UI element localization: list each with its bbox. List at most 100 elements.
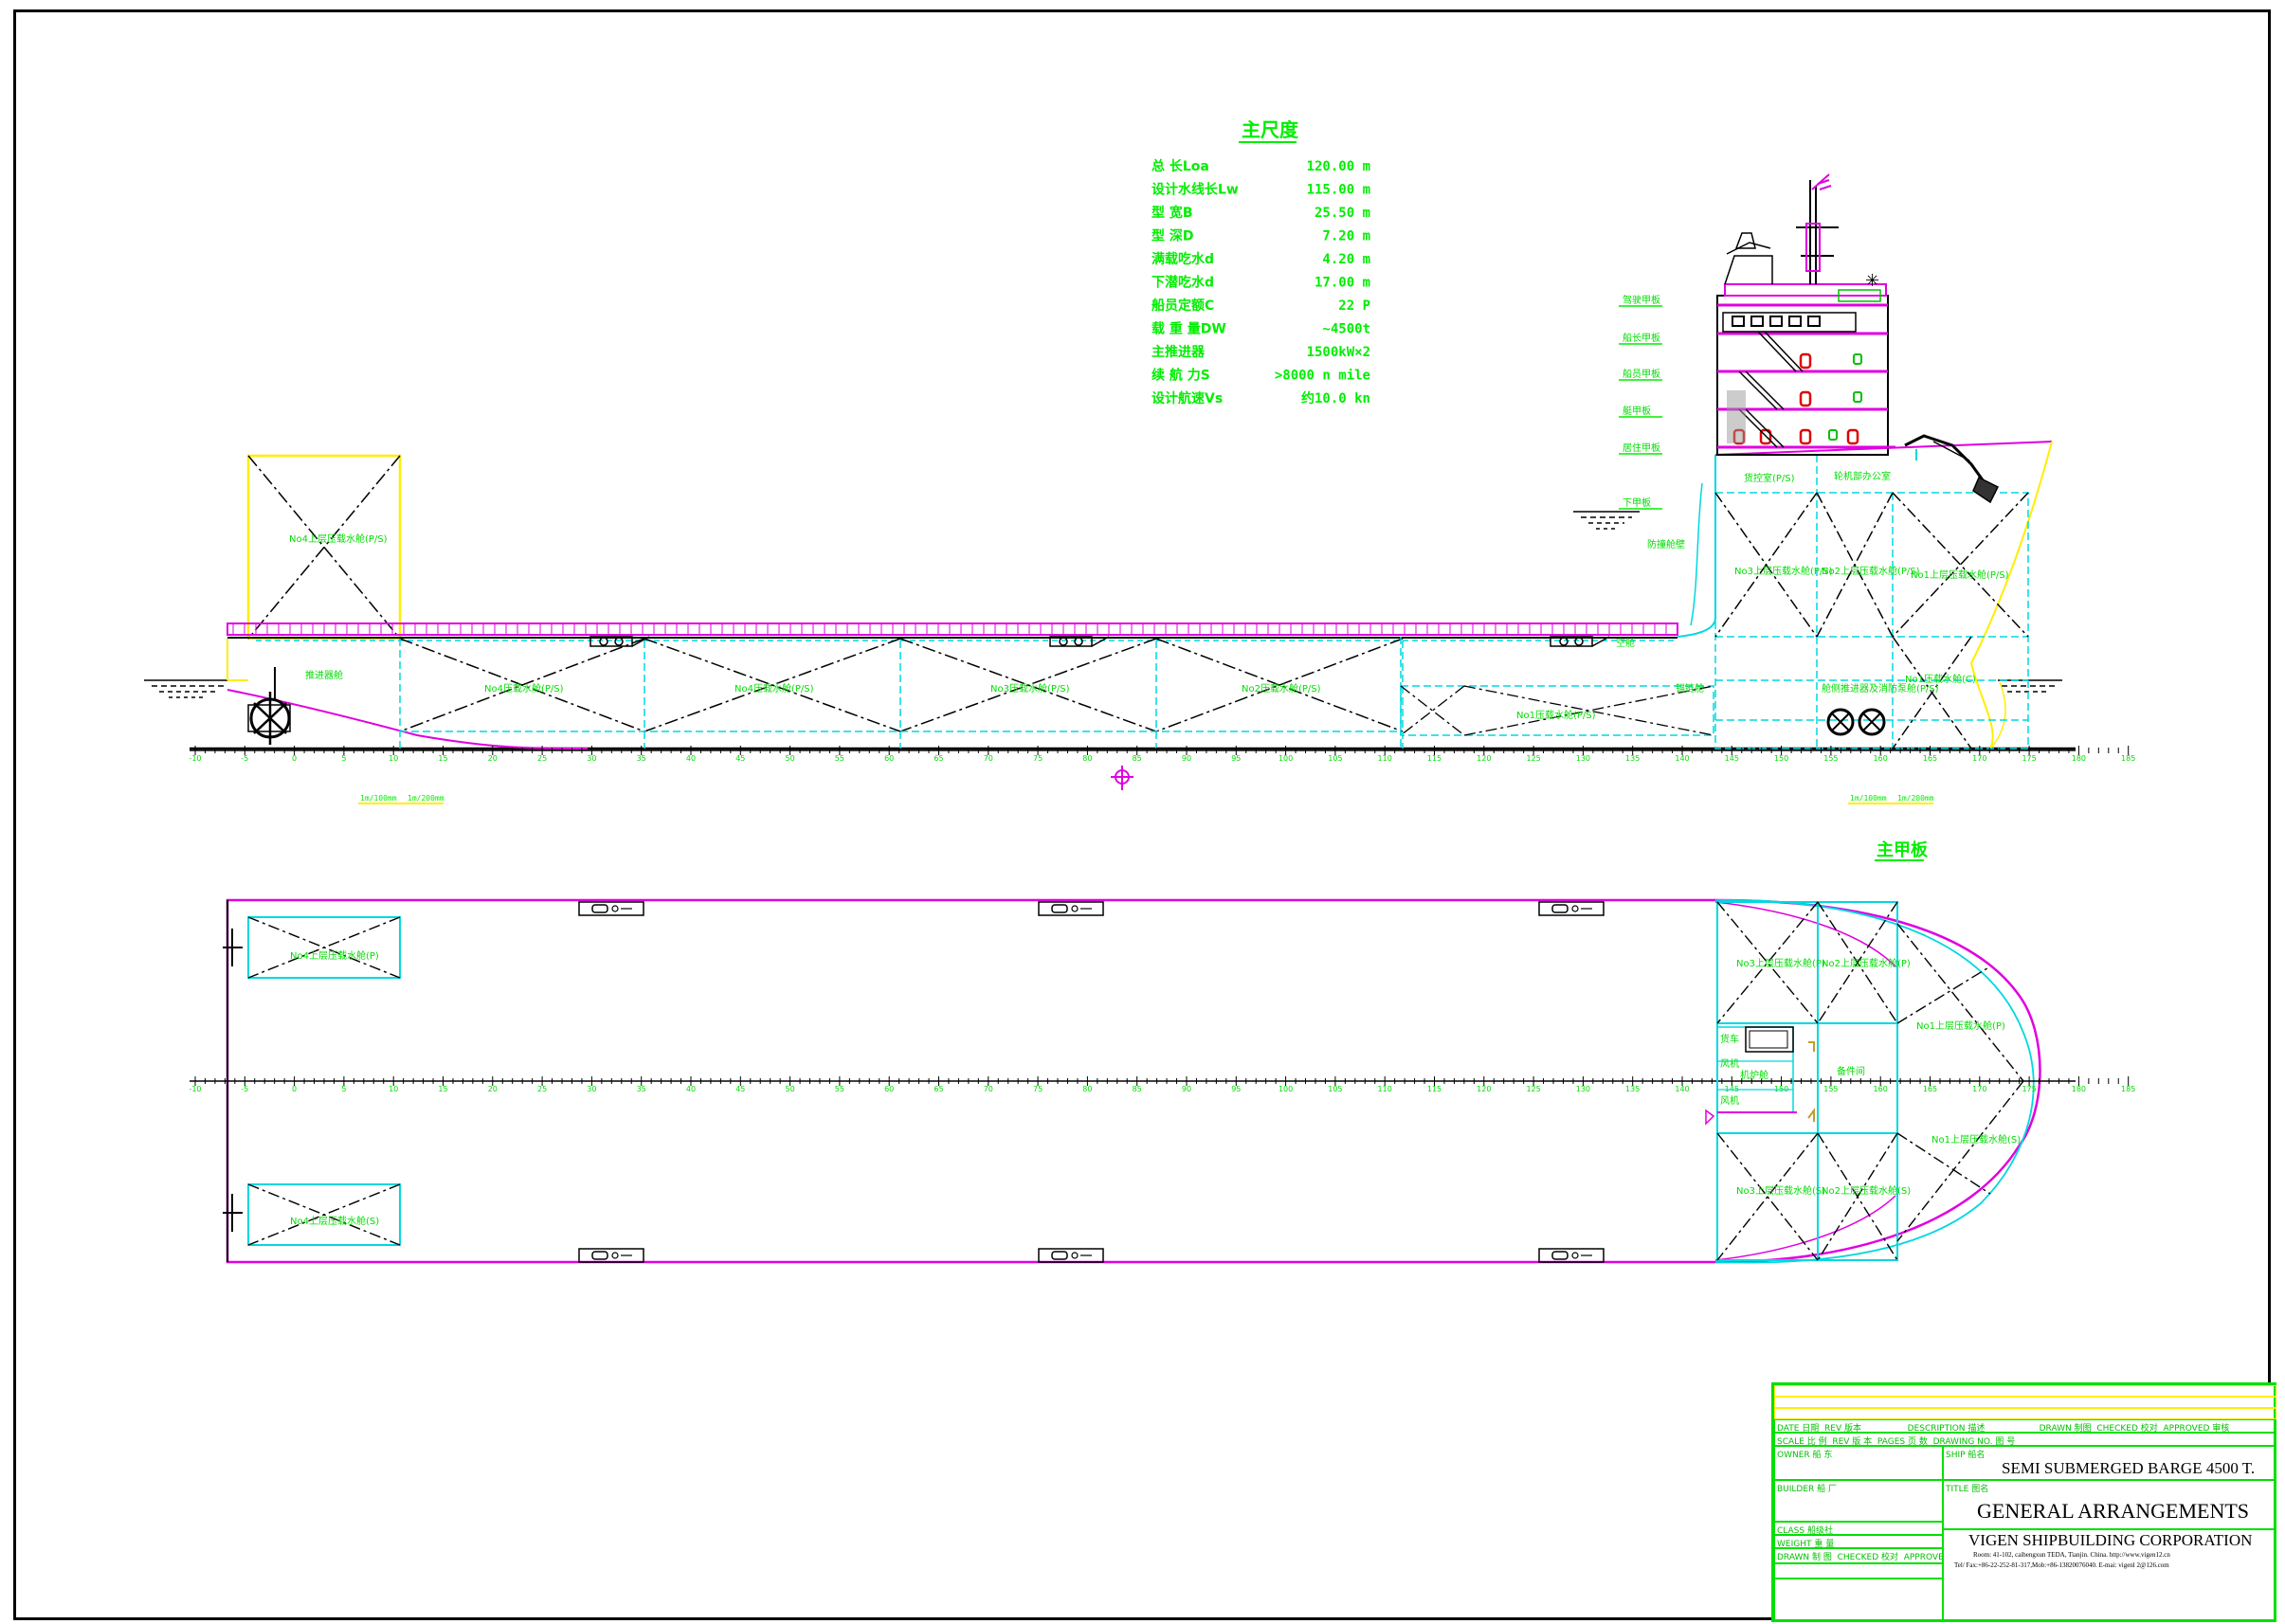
void-label: 空舱 bbox=[1616, 637, 1635, 649]
frame-number: 160 bbox=[1874, 1085, 1888, 1093]
aft-engine-room: 推进器舱 bbox=[247, 667, 343, 745]
frame-number: 170 bbox=[1972, 1085, 1986, 1093]
scale-right-2: 1m/200mm bbox=[1897, 794, 1934, 803]
frame-number: 25 bbox=[537, 754, 547, 763]
frame-number: 100 bbox=[1279, 1085, 1293, 1093]
frame-number: -10 bbox=[189, 754, 201, 763]
frame-number: 185 bbox=[2121, 754, 2135, 763]
plan-mid-0: 货车 bbox=[1720, 1033, 1739, 1045]
frame-number: 45 bbox=[735, 1085, 745, 1093]
dimension-value: ~4500t bbox=[1322, 322, 1370, 337]
dimension-value: 115.00 m bbox=[1307, 183, 1370, 198]
frame-number: 35 bbox=[637, 1085, 646, 1093]
scale-bars: 1m/100mm 1m/200mm 1m/100mm 1m/200mm bbox=[358, 794, 1934, 804]
frame-number: 180 bbox=[2072, 1085, 2086, 1093]
tb-ship-name: SEMI SUBMERGED BARGE 4500 T. bbox=[2002, 1459, 2256, 1477]
fwd-tank-label-3: No3上层压载水舱(P/S) bbox=[1734, 565, 1833, 577]
aft-bollards-icon bbox=[223, 929, 243, 1232]
frame-number: 100 bbox=[1279, 754, 1293, 763]
frame-number: 105 bbox=[1328, 754, 1342, 763]
frame-number: 70 bbox=[984, 754, 993, 763]
dimension-value: 25.50 m bbox=[1315, 206, 1370, 221]
frame-number: 130 bbox=[1576, 754, 1590, 763]
frame-number: 175 bbox=[2022, 754, 2036, 763]
frame-number: 75 bbox=[1033, 754, 1043, 763]
chain-locker-label: 锚链舱 bbox=[1676, 682, 1704, 695]
frame-number: 155 bbox=[1823, 1085, 1838, 1093]
frame-number: 90 bbox=[1182, 754, 1191, 763]
plan-forward-tanks: No3上层压载水舱(P) No2上层压载水舱(P) No1上层压载水舱(P) N… bbox=[1705, 901, 2024, 1261]
dimension-label: 船员定额C bbox=[1152, 298, 1214, 314]
plan-mid-3: 机炉舱 bbox=[1740, 1069, 1768, 1081]
tb-sign-row: DRAWN 制 图 CHECKED 校对 APPROVED 审核 bbox=[1774, 1548, 1943, 1563]
frame-number: 140 bbox=[1675, 1085, 1689, 1093]
deck-level-label: 下甲板 bbox=[1623, 496, 1651, 509]
frame-number: 170 bbox=[1972, 754, 1986, 763]
frame-number: 5 bbox=[341, 1085, 346, 1093]
engine-room-label: 推进器舱 bbox=[305, 669, 343, 681]
plan-aft-tank-s: No4上层压载水舱(S) bbox=[247, 1183, 401, 1246]
dimension-label: 型 深D bbox=[1152, 228, 1194, 244]
tb-contact: Tel/ Fax:+86-22-252-81-317,Mob:+86-13820… bbox=[1954, 1561, 2169, 1569]
tb-scale-row: SCALE 比 例 REV 版 本 PAGES 页 数 DRAWING NO. … bbox=[1774, 1433, 2276, 1446]
fwd-store-label: 舱侧推进器及消防泵舱(P/S) bbox=[1822, 682, 1939, 695]
frame-number: 35 bbox=[637, 754, 646, 763]
frame-number: 65 bbox=[934, 754, 943, 763]
tb-company: VIGEN SHIPBUILDING CORPORATION bbox=[1968, 1531, 2253, 1549]
bow-thruster-icon bbox=[1858, 708, 1886, 736]
deck-level-label: 船员甲板 bbox=[1623, 368, 1660, 380]
dimension-value: 4.20 m bbox=[1322, 252, 1370, 267]
scale-left-1: 1m/100mm bbox=[360, 794, 397, 803]
frame-number: 30 bbox=[587, 1085, 596, 1093]
frame-number: 55 bbox=[835, 754, 844, 763]
frame-number: 165 bbox=[1923, 754, 1937, 763]
midship-symbol-icon bbox=[1111, 766, 1133, 790]
frame-number: 15 bbox=[438, 1085, 447, 1093]
waterline-left bbox=[144, 679, 233, 698]
frame-number: 60 bbox=[884, 754, 894, 763]
hull-profile bbox=[190, 441, 2076, 750]
tb-class: CLASS 船级社 bbox=[1774, 1522, 1943, 1535]
tb-drawing-title: GENERAL ARRANGEMENTS bbox=[1977, 1499, 2250, 1523]
plan-mid-4: 备件间 bbox=[1837, 1065, 1865, 1077]
lower-fwd-tank-label: No1压载水舱(P/S) bbox=[1516, 709, 1596, 721]
frame-number: 180 bbox=[2072, 754, 2086, 763]
bow-thruster-icon bbox=[1826, 708, 1855, 736]
frame-number: 65 bbox=[934, 1085, 943, 1093]
frame-number: 10 bbox=[389, 754, 398, 763]
profile-view: No4上层压载水舱(P/S) No4压载水舱(P/S)No4压载水舱(P/S)N… bbox=[144, 173, 2135, 861]
frame-number: 5 bbox=[341, 754, 346, 763]
cargo-control-label: 货控室(P/S) bbox=[1744, 472, 1795, 484]
main-deck-title: 主甲板 bbox=[1877, 839, 1929, 860]
frame-number: 175 bbox=[2022, 1085, 2036, 1093]
plan-fwd-p-1: No1上层压载水舱(P) bbox=[1916, 1020, 2005, 1032]
frame-number: 85 bbox=[1133, 1085, 1142, 1093]
frame-number: 40 bbox=[686, 1085, 696, 1093]
tank-label: No4压载水舱(P/S) bbox=[734, 682, 814, 695]
dimension-value: 1500kW×2 bbox=[1307, 345, 1370, 360]
frame-number: 20 bbox=[488, 754, 498, 763]
frame-number: 0 bbox=[292, 1085, 297, 1093]
dimension-label: 总 长Loa bbox=[1152, 158, 1209, 174]
drawing-border bbox=[13, 9, 2271, 1620]
collision-bulkhead-label: 防撞舱壁 bbox=[1647, 538, 1685, 550]
plan-mid-1: 风机 bbox=[1720, 1057, 1739, 1070]
tb-owner: OWNER 船 东 bbox=[1774, 1446, 1943, 1480]
frame-number: 15 bbox=[438, 754, 447, 763]
plan-aft-s-label: No4上层压载水舱(S) bbox=[290, 1215, 379, 1227]
deck-winches-plan bbox=[578, 901, 1605, 1263]
frame-number: 120 bbox=[1477, 1085, 1491, 1093]
scale-right-1: 1m/100mm bbox=[1850, 794, 1887, 803]
frame-number: 185 bbox=[2121, 1085, 2135, 1093]
dimension-label: 续 航 力S bbox=[1152, 368, 1210, 384]
dimension-label: 设计水线长Lw bbox=[1152, 182, 1239, 198]
frame-number: 135 bbox=[1625, 754, 1640, 763]
plan-aft-p-label: No4上层压载水舱(P) bbox=[290, 949, 379, 962]
frame-number: 55 bbox=[835, 1085, 844, 1093]
waterline-upper bbox=[1573, 511, 1640, 530]
frame-number: 140 bbox=[1675, 754, 1689, 763]
dimension-label: 下潜吃水d bbox=[1152, 275, 1214, 291]
